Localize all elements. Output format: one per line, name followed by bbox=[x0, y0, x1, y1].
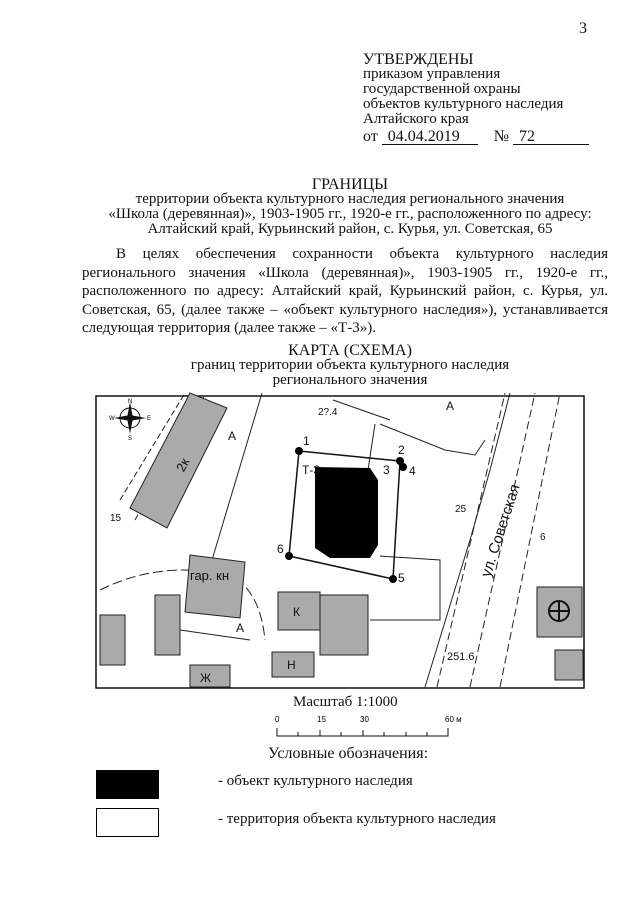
map-heading-line: регионального значения bbox=[272, 372, 428, 388]
elevation-label: 25 bbox=[455, 504, 467, 515]
building-garage bbox=[184, 554, 246, 619]
point-label-6: 6 bbox=[277, 542, 284, 556]
building-n-label: Н bbox=[287, 658, 296, 672]
approval-number: 72 bbox=[513, 129, 590, 145]
compass-icon: N S W E bbox=[109, 399, 151, 442]
building-zh bbox=[189, 664, 231, 688]
building-n3 bbox=[99, 614, 126, 666]
number-prefix: № bbox=[493, 128, 510, 145]
point-label-2: 2 bbox=[398, 443, 405, 457]
building-zh-label: Ж bbox=[200, 671, 211, 685]
date-prefix: от bbox=[363, 128, 378, 145]
garage-label: гар. кн bbox=[190, 568, 229, 583]
building-2k bbox=[129, 392, 228, 529]
point-2 bbox=[396, 457, 404, 465]
map-heading-line: границ территории объекта культурного на… bbox=[190, 357, 510, 373]
point-4 bbox=[399, 463, 407, 471]
legend-swatch-territory bbox=[96, 808, 159, 837]
heading-line: территории объекта культурного наследия … bbox=[135, 191, 565, 207]
line bbox=[179, 399, 391, 641]
point-label-4: 4 bbox=[409, 464, 416, 478]
elevation-label: 15 bbox=[110, 513, 122, 524]
boundary-map: N S W E 1 2 3 4 5 6 Т-3 гар. кн 2к К Н Ж… bbox=[95, 392, 585, 689]
approval-line: объектов культурного наследия bbox=[363, 96, 564, 112]
scale-label: Масштаб 1:1000 bbox=[293, 694, 398, 710]
legend-label-object: - объект культурного наследия bbox=[218, 773, 413, 789]
svg-text:30: 30 bbox=[360, 715, 369, 724]
point-1 bbox=[295, 447, 303, 455]
lot-line bbox=[370, 555, 441, 621]
svg-text:W: W bbox=[109, 416, 115, 422]
building-k-label: К bbox=[293, 605, 300, 619]
svg-text:N: N bbox=[128, 399, 132, 405]
fence-line bbox=[367, 423, 486, 471]
area-label: А bbox=[446, 399, 454, 413]
legend-title: Условные обозначения: bbox=[268, 745, 429, 762]
svg-text:15: 15 bbox=[317, 715, 326, 724]
svg-text:60 м: 60 м bbox=[445, 715, 462, 724]
approval-title: УТВЕРЖДЕНЫ bbox=[363, 51, 474, 68]
map-heading: КАРТА (СХЕМА) границ территории объекта … bbox=[60, 343, 640, 388]
map-title: КАРТА (СХЕМА) bbox=[288, 342, 412, 359]
building-n bbox=[271, 651, 315, 678]
area-label: А bbox=[228, 429, 236, 443]
legend-label-territory: - территория объекта культурного наследи… bbox=[218, 811, 496, 827]
street-line bbox=[424, 392, 511, 688]
heading: ГРАНИЦЫ территории объекта культурного н… bbox=[60, 177, 640, 237]
svg-text:0: 0 bbox=[275, 715, 280, 724]
territory-label: Т-3 bbox=[302, 463, 320, 477]
svg-text:E: E bbox=[147, 416, 151, 422]
point-label-5: 5 bbox=[398, 571, 405, 585]
point-label-3: 3 bbox=[383, 463, 390, 477]
legend-swatch-object bbox=[96, 770, 159, 799]
boundary-points bbox=[285, 447, 407, 583]
church-cross bbox=[549, 601, 569, 621]
point-6 bbox=[285, 552, 293, 560]
approval-line: Алтайского края bbox=[363, 111, 469, 127]
elevation-label: 251.6 bbox=[447, 651, 475, 663]
elevation-label: 6 bbox=[540, 532, 546, 543]
building-n2 bbox=[154, 594, 181, 656]
approval-block: УТВЕРЖДЕНЫ приказом управления государст… bbox=[363, 51, 590, 145]
body-paragraph: В целях обеспечения сохранности объекта … bbox=[82, 246, 608, 336]
page-number: 3 bbox=[579, 20, 587, 37]
heading-title: ГРАНИЦЫ bbox=[311, 176, 389, 193]
heading-line: Алтайский край, Курьинский район, с. Кур… bbox=[147, 221, 553, 237]
scale-bar: 0 15 30 60 м bbox=[275, 715, 462, 737]
street-edge bbox=[436, 392, 561, 688]
building-k3 bbox=[554, 649, 584, 681]
building-k2 bbox=[319, 594, 369, 656]
heading-line: «Школа (деревянная)», 1903-1905 гг., 192… bbox=[108, 206, 592, 222]
point-5 bbox=[389, 575, 397, 583]
building-k bbox=[277, 591, 321, 631]
svg-text:S: S bbox=[128, 436, 132, 442]
approval-line: приказом управления bbox=[363, 66, 501, 82]
approval-date: 04.04.2019 bbox=[381, 129, 478, 145]
point-label-1: 1 bbox=[303, 434, 310, 448]
approval-line: государственной охраны bbox=[363, 81, 521, 97]
heritage-object bbox=[315, 467, 378, 558]
elevation-label: 2?.4 bbox=[318, 407, 338, 418]
area-label: А bbox=[236, 621, 244, 635]
